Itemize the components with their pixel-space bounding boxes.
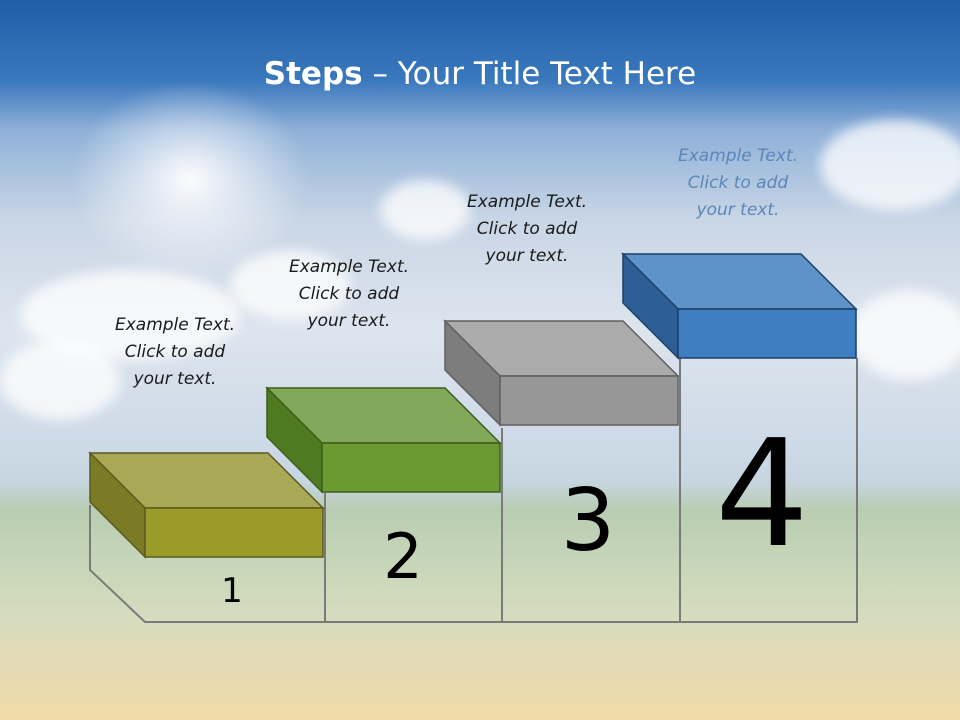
cloud	[820, 120, 960, 210]
step-block-1[interactable]	[88, 451, 325, 559]
cloud	[0, 340, 120, 420]
cloud	[380, 180, 470, 240]
step-4-number: 4	[714, 408, 810, 580]
step-1-number: 1	[221, 571, 243, 611]
step-4-outline	[679, 358, 858, 623]
caption-line: Example Text.	[466, 192, 588, 212]
caption-line: Example Text.	[677, 146, 799, 166]
caption-line: Click to add	[687, 173, 789, 193]
title-bold: Steps	[263, 56, 363, 92]
step-2-caption[interactable]: Example Text. Click to add your text.	[249, 254, 449, 335]
sun-glow	[70, 80, 310, 280]
caption-line: your text.	[307, 311, 391, 331]
step-2-number: 2	[383, 520, 423, 593]
cloud	[850, 290, 960, 380]
step-block-2[interactable]	[265, 386, 502, 494]
caption-line: Click to add	[476, 219, 578, 239]
step-4-front	[677, 308, 857, 359]
step-1-caption[interactable]: Example Text. Click to add your text.	[75, 312, 275, 393]
caption-line: Click to add	[124, 342, 226, 362]
title-rest: – Your Title Text Here	[362, 56, 697, 92]
step-3-caption[interactable]: Example Text. Click to add your text.	[427, 189, 627, 270]
step-block-3[interactable]	[443, 319, 680, 427]
step-3-number: 3	[560, 471, 616, 571]
caption-line: your text.	[485, 246, 569, 266]
slide-title[interactable]: Steps – Your Title Text Here	[0, 56, 960, 92]
step-4-caption[interactable]: Example Text. Click to add your text.	[638, 143, 838, 224]
step-1-front	[144, 507, 324, 558]
step-2-front	[321, 442, 501, 493]
caption-line: your text.	[133, 369, 217, 389]
caption-line: your text.	[696, 200, 780, 220]
step-block-4[interactable]	[621, 252, 858, 360]
cloud	[230, 250, 350, 320]
caption-line: Example Text.	[114, 315, 236, 335]
step-3-front	[499, 375, 679, 426]
caption-line: Click to add	[298, 284, 400, 304]
caption-line: Example Text.	[288, 257, 410, 277]
